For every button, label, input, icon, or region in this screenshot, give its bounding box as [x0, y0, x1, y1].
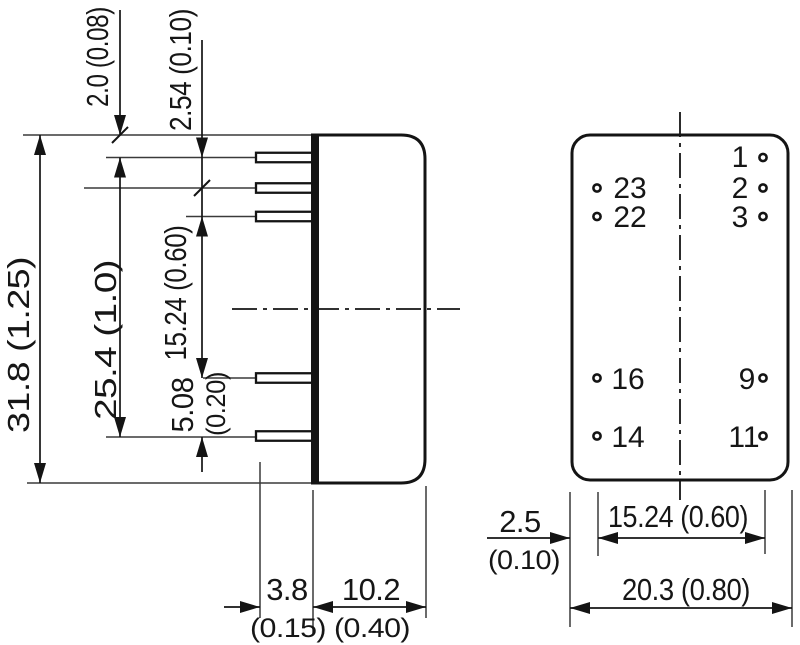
pin-label-23: 23 [613, 172, 646, 205]
arrowhead-left [598, 532, 618, 544]
pin-dot-23 [592, 183, 602, 193]
arrowhead-down [34, 463, 46, 483]
pin-label-11: 11 [728, 421, 759, 454]
arrowhead-right [550, 532, 570, 544]
arrowhead-down [196, 137, 208, 158]
dim-tick [193, 179, 211, 197]
dim-label-pin-length-in: (0.15) [250, 613, 326, 643]
pin-dot-22 [592, 211, 602, 222]
pin-label-9: 9 [739, 363, 756, 396]
arrowhead-right [240, 601, 260, 613]
pin-lead-row2 [254, 182, 315, 194]
side-view: 2.0 (0.08) 2.54 (0.10) 31.8 (1.25) 25.4 … [1, 7, 460, 643]
dim-label-top-to-first-pin: 2.0 (0.08) [80, 7, 115, 107]
dim-tick [111, 126, 129, 144]
pin-lead-row3 [254, 210, 315, 223]
dim-label-pin-row-span: 15.24 (0.60) [608, 499, 748, 534]
arrowhead-left [570, 602, 590, 614]
arrowhead-up [196, 437, 208, 457]
dim-label-lower-pitch-mm: 5.08 [165, 378, 200, 433]
arrowhead-up [114, 157, 126, 178]
arrowhead-down [196, 358, 208, 378]
arrowhead-up [196, 216, 208, 237]
pin-label-16: 16 [611, 363, 644, 396]
dim-label-case-depth-mm: 10.2 [342, 572, 400, 607]
arrowhead-right [745, 532, 765, 544]
pin-label-3: 3 [732, 201, 749, 234]
dim-label-pin-group-gap: 15.24 (0.60) [158, 226, 193, 361]
pin-dot-9 [758, 373, 768, 383]
pin-label-2: 2 [732, 172, 749, 205]
arrowhead-right [772, 602, 792, 614]
pin-dot-2 [758, 183, 768, 193]
pin-dot-14 [592, 431, 602, 441]
dim-label-lower-pitch-in: (0.20) [201, 372, 231, 436]
dim-label-pin-length-mm: 3.8 [266, 572, 308, 607]
arrowhead-left [313, 601, 333, 613]
dim-label-case-width: 20.3 (0.80) [622, 572, 750, 607]
dim-label-edge-to-pins-in: (0.10) [488, 545, 560, 575]
dim-label-case-depth-in: (0.40) [334, 613, 410, 643]
dim-label-edge-to-pins-mm: 2.5 [499, 504, 541, 539]
dim-label-first-to-last-pin: 25.4 (1.0) [88, 260, 123, 420]
arrowhead-up [34, 135, 46, 155]
arrowhead-right [406, 601, 426, 613]
bottom-view: 1 2 3 23 22 16 14 9 11 2.5 (0.10) 15.24 … [487, 112, 793, 627]
pin-label-1: 1 [732, 141, 749, 174]
pin-lead-row4 [254, 372, 315, 384]
pin-lead-row1 [254, 151, 315, 164]
pin-dot-1 [758, 152, 768, 163]
pin-label-22: 22 [613, 201, 646, 234]
dim-label-case-height: 31.8 (1.25) [1, 257, 36, 433]
pin-lead-row5 [254, 430, 315, 442]
pin-dot-3 [758, 211, 768, 222]
arrowhead-down [114, 417, 126, 437]
pin-dot-11 [758, 431, 768, 441]
pin-label-14: 14 [611, 421, 644, 454]
pin-dot-16 [592, 373, 602, 383]
dim-label-pin-pitch: 2.54 (0.10) [163, 9, 198, 131]
arrowhead-down [114, 115, 126, 135]
